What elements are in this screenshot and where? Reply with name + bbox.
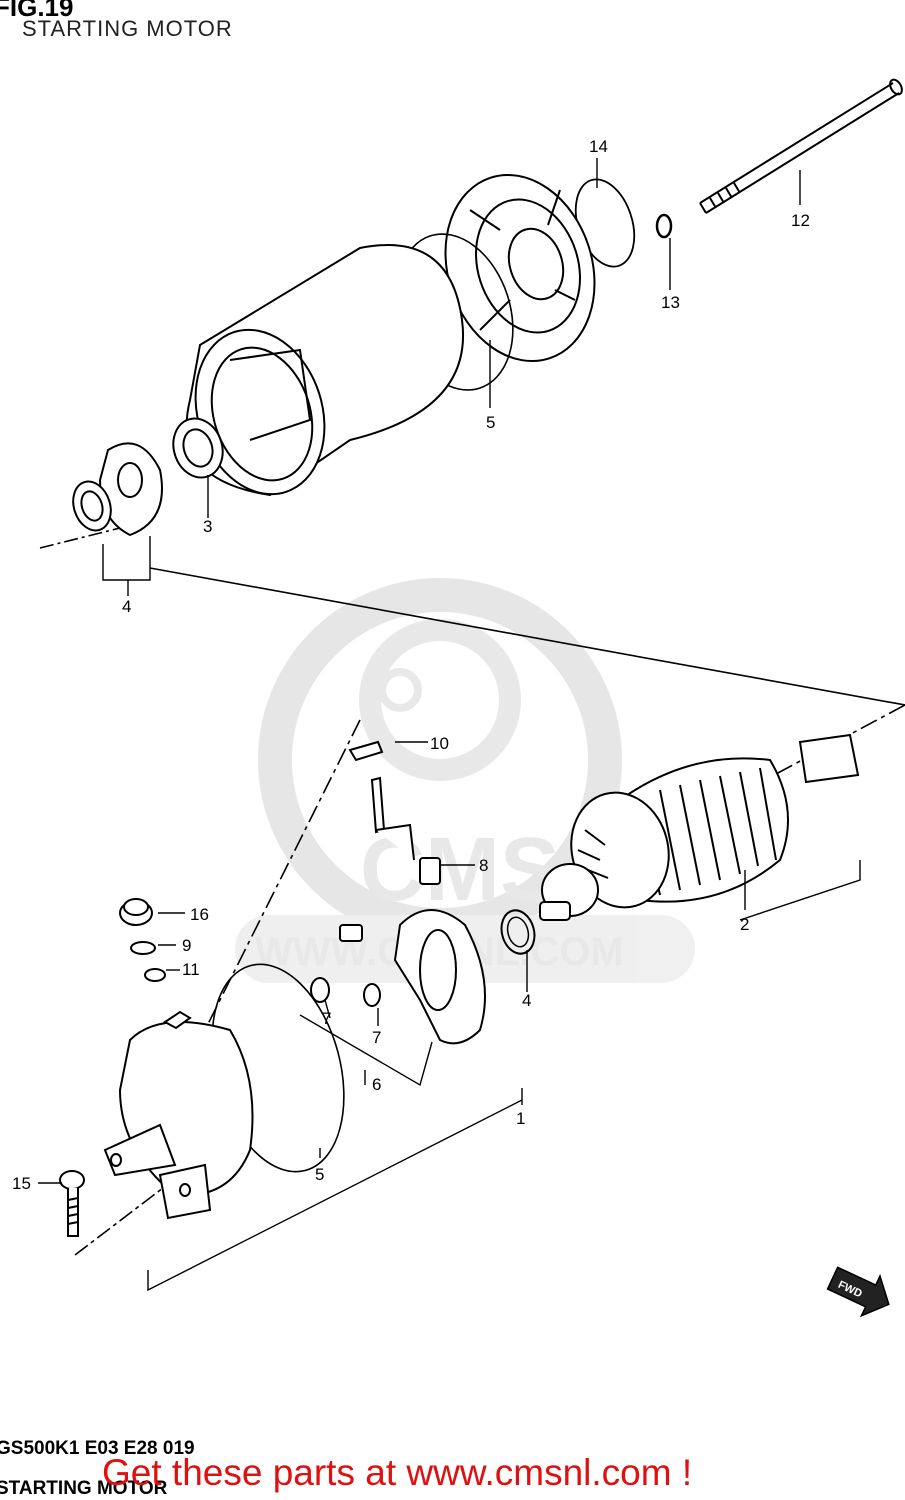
washer-set-4-upper — [72, 442, 163, 537]
callout-4-upper: 4 — [122, 597, 131, 616]
armature-2 — [539, 733, 860, 921]
callout-15: 15 — [12, 1174, 31, 1193]
cms-watermark: CMS WWW.CMSNL.COM — [235, 578, 695, 983]
callout-10: 10 — [430, 734, 449, 753]
assembly-guide-lines — [39, 527, 905, 1256]
callout-1: 1 — [516, 1109, 525, 1128]
callout-3: 3 — [203, 517, 212, 536]
yoke-housing — [185, 244, 464, 497]
callout-13: 13 — [661, 293, 680, 312]
nut-16 — [119, 898, 153, 926]
callout-16: 16 — [190, 905, 209, 924]
through-bolt-12 — [699, 78, 903, 214]
callout-8: 8 — [479, 856, 488, 875]
callout-labels: 14 12 13 5 3 4 10 8 16 2 9 11 4 7 7 6 1 … — [12, 137, 810, 1193]
washer-4-lower — [500, 909, 536, 955]
washer-11 — [144, 968, 166, 982]
leader-lines — [38, 158, 861, 1292]
callout-12: 12 — [791, 211, 810, 230]
callout-6: 6 — [372, 1075, 381, 1094]
callout-2: 2 — [740, 915, 749, 934]
figure-subtitle: STARTING MOTOR — [22, 16, 233, 41]
callout-5-upper: 5 — [486, 413, 495, 432]
callout-11: 11 — [182, 960, 200, 979]
diagram-code: GS500K1 E03 E28 019 — [0, 1438, 195, 1459]
callout-4-lower: 4 — [522, 991, 531, 1010]
washer-9 — [130, 941, 156, 955]
housing-end-cover — [444, 173, 596, 363]
washer-13 — [655, 213, 673, 239]
callout-14: 14 — [589, 137, 608, 156]
diagram-title-footer: STARTING MOTOR — [0, 1478, 168, 1499]
brush-terminal-8 — [370, 776, 441, 885]
oil-seal-3 — [172, 417, 224, 479]
callout-7-right: 7 — [372, 1028, 381, 1047]
end-housing-lower — [103, 1010, 254, 1220]
fwd-arrow-badge: FWD — [826, 1266, 890, 1318]
promo-link[interactable]: Get these parts at www.cmsnl.com ! — [102, 1452, 693, 1493]
figure-number: FIG.19 — [0, 0, 74, 22]
bolt-15 — [59, 1170, 85, 1237]
callout-7-left: 7 — [322, 1009, 331, 1028]
callout-5-lower: 5 — [315, 1165, 324, 1184]
brush-plate — [310, 909, 486, 1045]
brush-clip-10 — [348, 740, 384, 762]
callout-9: 9 — [182, 936, 191, 955]
